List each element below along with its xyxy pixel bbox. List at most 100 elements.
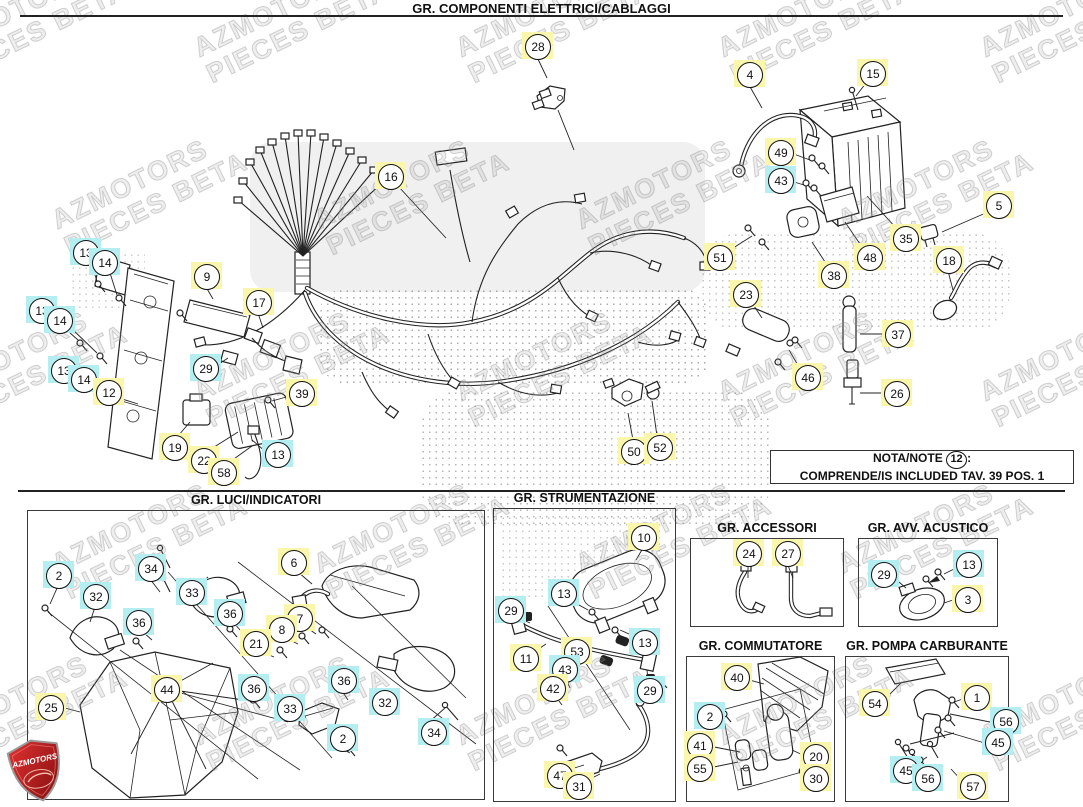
halftone-dots	[420, 390, 770, 525]
callout-13: 13	[551, 581, 577, 607]
callout-29: 29	[637, 678, 663, 704]
callout-11: 11	[513, 646, 539, 672]
regulator-drawing	[224, 392, 294, 450]
callout-13: 13	[632, 630, 658, 656]
callout-10: 10	[631, 525, 657, 551]
battery-cable-drawing	[732, 112, 820, 178]
callout-36: 36	[217, 601, 243, 627]
callout-16: 16	[378, 164, 404, 190]
callout-2: 2	[330, 726, 356, 752]
callout-46: 46	[795, 365, 821, 391]
callout-4: 4	[737, 62, 763, 88]
callout-6: 6	[281, 550, 307, 576]
section-luci-box	[27, 510, 485, 800]
callout-15: 15	[860, 61, 886, 87]
callout-51: 51	[707, 245, 733, 271]
callout-5: 5	[986, 193, 1012, 219]
callout-40: 40	[724, 665, 750, 691]
callout-36: 36	[241, 676, 267, 702]
callout-50: 50	[621, 439, 647, 465]
callout-33: 33	[277, 696, 303, 722]
callout-48: 48	[857, 245, 883, 271]
title-rule	[20, 15, 1063, 17]
callout-49: 49	[768, 140, 794, 166]
callout-58: 58	[211, 460, 237, 486]
callout-21: 21	[243, 631, 269, 657]
callout-35: 35	[893, 226, 919, 252]
callout-29: 29	[498, 598, 524, 624]
callout-36: 36	[126, 610, 152, 636]
callout-23: 23	[733, 282, 759, 308]
callout-2: 2	[697, 704, 723, 730]
callout-9: 9	[194, 264, 220, 290]
leader-lines-and-fasteners	[41, 56, 996, 783]
section-accessori-box	[690, 538, 844, 627]
rear-indicator-drawing	[298, 645, 456, 735]
callout-12: 12	[96, 380, 122, 406]
callout-44: 44	[154, 677, 180, 703]
callout-52: 52	[647, 435, 673, 461]
callout-31: 31	[566, 774, 592, 800]
callout-57: 57	[960, 774, 986, 800]
section-commutatore-box	[686, 656, 835, 802]
callout-29: 29	[193, 356, 219, 382]
callout-29: 29	[871, 562, 897, 588]
callout-38: 38	[821, 263, 847, 289]
key-sensor-drawing	[932, 255, 1003, 321]
callout-25: 25	[38, 695, 64, 721]
bracket-28-drawing	[531, 85, 566, 111]
section-accessori-title: GR. ACCESSORI	[717, 521, 817, 535]
callout-14: 14	[47, 308, 73, 334]
callout-13: 13	[956, 552, 982, 578]
callout-34: 34	[138, 556, 164, 582]
callout-34: 34	[421, 720, 447, 746]
wiring-harness-drawing	[204, 129, 709, 417]
section-strumentazione-title: GR. STRUMENTAZIONE	[513, 491, 656, 505]
relay-drawing	[182, 393, 211, 426]
section-avv-acustico-box	[858, 538, 998, 627]
callout-43: 43	[768, 168, 794, 194]
section-luci-title: GR. LUCI/INDICATORI	[190, 493, 322, 507]
section-pompa-carburante-title: GR. POMPA CARBURANTE	[846, 639, 1008, 653]
note-circled-number: 12	[946, 451, 968, 469]
callout-36: 36	[331, 668, 357, 694]
note-line2: COMPRENDE/IS INCLUDED TAV. 39 POS. 1	[799, 469, 1045, 483]
spark-plug-cap-drawing	[842, 295, 857, 353]
headlight-drawing	[79, 651, 239, 799]
note-line1: NOTA/NOTE 12:	[771, 451, 1073, 469]
note-box: NOTA/NOTE 12: COMPRENDE/IS INCLUDED TAV.…	[770, 450, 1074, 484]
spark-plug-drawing	[843, 359, 862, 405]
ignition-coil-drawing	[725, 308, 794, 357]
section-divider-rule	[18, 490, 1065, 492]
sensor-50-drawing	[602, 377, 644, 407]
callout-33: 33	[179, 580, 205, 606]
callout-14: 14	[92, 250, 118, 276]
callout-45: 45	[893, 758, 919, 784]
callout-37: 37	[885, 322, 911, 348]
section-commutatore-title: GR. COMMUTATORE	[698, 639, 823, 653]
callout-32: 32	[372, 690, 398, 716]
callout-24: 24	[736, 541, 762, 567]
section-avv-acustico-title: GR. AVV. ACUSTICO	[867, 521, 989, 535]
section-strumentazione-box	[493, 508, 676, 802]
callout-45: 45	[985, 730, 1011, 756]
callout-32: 32	[83, 584, 109, 610]
sensor-52-drawing	[644, 380, 661, 400]
starter-relay-drawing	[786, 186, 939, 248]
callout-1: 1	[964, 685, 990, 711]
ignition-switch-drawing	[721, 656, 829, 791]
callout-8: 8	[269, 617, 295, 643]
callout-13: 13	[265, 442, 291, 468]
callout-54: 54	[862, 691, 888, 717]
horn-drawing	[898, 576, 945, 621]
callout-26: 26	[884, 381, 910, 407]
page-title: GR. COMPONENTI ELETTRICI/CABLAGGI	[412, 1, 671, 16]
callout-39: 39	[289, 381, 315, 407]
callout-42: 42	[540, 676, 566, 702]
azmotors-logo: AZMOTORS	[6, 739, 60, 802]
